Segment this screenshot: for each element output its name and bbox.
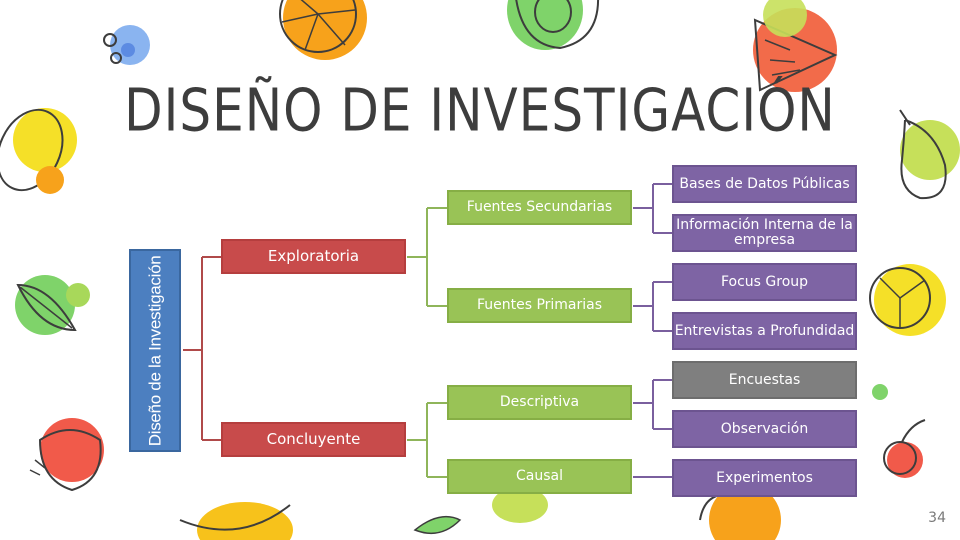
level3-connectors [633, 183, 672, 478]
orange-slice-icon [279, 0, 367, 60]
node-label: Entrevistas a Profundidad [674, 322, 855, 339]
node-causal: Causal [447, 459, 632, 494]
node-descriptiva: Descriptiva [447, 385, 632, 420]
root-connector [183, 256, 221, 441]
node-encuestas: Encuestas [672, 361, 857, 399]
node-label: Exploratoria [267, 246, 360, 265]
bottom-leaf-icon [413, 515, 462, 535]
watermelon-icon [753, 0, 838, 92]
lemon-icon [0, 108, 77, 194]
node-fuentes-secundarias: Fuentes Secundarias [447, 190, 632, 225]
pear-icon [899, 109, 960, 200]
blueberries-icon [103, 25, 150, 65]
small-fruit-icon [872, 384, 888, 400]
root-node: Diseño de la Investigación [129, 249, 181, 452]
slide-title: DISEÑO DE INVESTIGACIÓN [124, 76, 836, 145]
leaf-icon [15, 275, 90, 335]
citrus-slice-icon [869, 264, 946, 336]
node-observacion: Observación [672, 410, 857, 448]
node-label: Experimentos [716, 469, 813, 486]
node-label: Fuentes Primarias [476, 297, 603, 314]
node-concluyente: Concluyente [221, 422, 406, 457]
node-label: Causal [516, 468, 563, 485]
concluyente-connector [407, 402, 447, 478]
avocado-icon [507, 0, 599, 50]
node-exploratoria: Exploratoria [221, 239, 406, 274]
cherry-icon [883, 419, 926, 478]
node-fuentes-primarias: Fuentes Primarias [447, 288, 632, 323]
node-focus-group: Focus Group [672, 263, 857, 301]
node-label: Focus Group [720, 273, 809, 290]
banana-icon [179, 502, 293, 540]
node-label: Bases de Datos Públicas [679, 175, 850, 192]
root-node-label: Diseño de la Investigación [145, 255, 165, 446]
exploratoria-connector [407, 207, 447, 307]
strawberry-icon [29, 418, 104, 492]
node-label: Observación [720, 420, 809, 437]
node-informacion-interna: Información Interna de la empresa [672, 214, 857, 252]
node-label: Encuestas [728, 371, 801, 388]
node-label: Fuentes Secundarias [466, 199, 613, 216]
node-label: Concluyente [266, 429, 361, 448]
node-entrevistas: Entrevistas a Profundidad [672, 312, 857, 350]
node-label: Información Interna de la empresa [676, 217, 853, 248]
bottom-fruit-icon [492, 487, 548, 523]
node-label: Descriptiva [499, 394, 580, 411]
node-experimentos: Experimentos [672, 459, 857, 497]
page-number: 34 [928, 510, 946, 526]
node-bases-datos-publicas: Bases de Datos Públicas [672, 165, 857, 203]
